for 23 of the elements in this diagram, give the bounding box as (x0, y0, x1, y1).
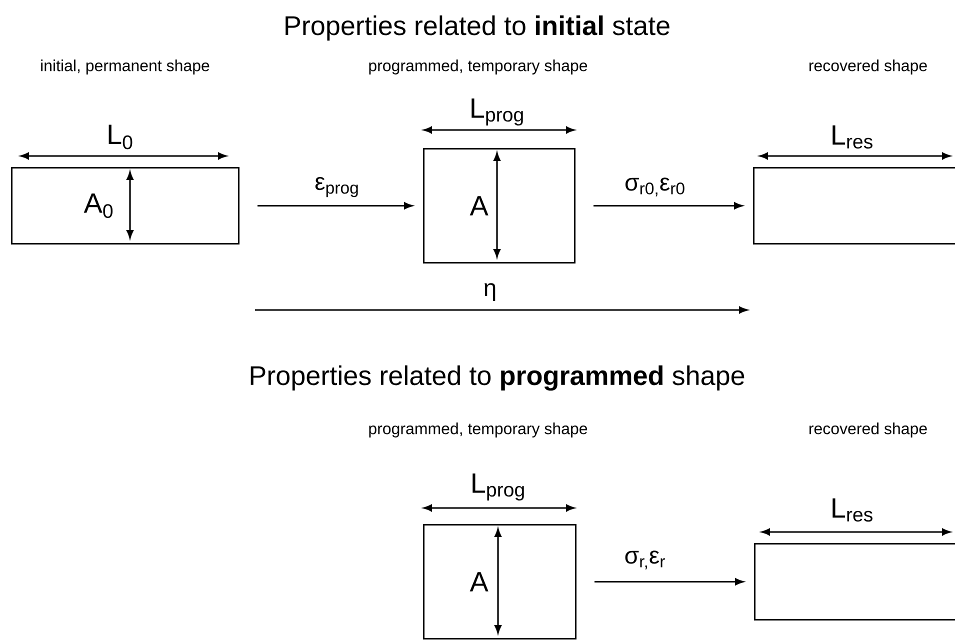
title: Properties related to initial state (286, 15, 670, 41)
length-label: L$_{res}$ (832, 498, 872, 522)
shape-caption: recovered shape (809, 422, 927, 438)
length-label: L$_{prog}$ (472, 98, 523, 126)
length-label: L$_{prog}$ (472, 473, 524, 501)
shape-caption: programmed, temporary shape (369, 422, 588, 438)
section-heading: Properties related to programmed shape (250, 365, 744, 391)
edge-label: σ$_{r0,}$ε$_{r0}$ (623, 176, 687, 198)
specimen-box: A (423, 524, 576, 640)
arrow (258, 202, 413, 210)
shape-caption: recovered shape (809, 60, 927, 74)
shape-caption: initial, permanent shape (41, 60, 210, 74)
specimen-box (754, 543, 955, 620)
length-label: L$_{res}$ (832, 125, 872, 149)
arrow (594, 202, 743, 210)
length-label: L$_{0}$ (108, 124, 132, 150)
edge-label: ε$_{prog}$ (314, 176, 360, 198)
edge-label: σ$_{r,}$ε$_{r}$ (623, 550, 667, 570)
specimen-box (753, 167, 955, 244)
arrow (594, 578, 744, 586)
specimen-box: A (423, 148, 576, 264)
shape-caption: programmed, temporary shape (369, 60, 588, 74)
specimen-box: A$_{0}$ (11, 167, 240, 244)
